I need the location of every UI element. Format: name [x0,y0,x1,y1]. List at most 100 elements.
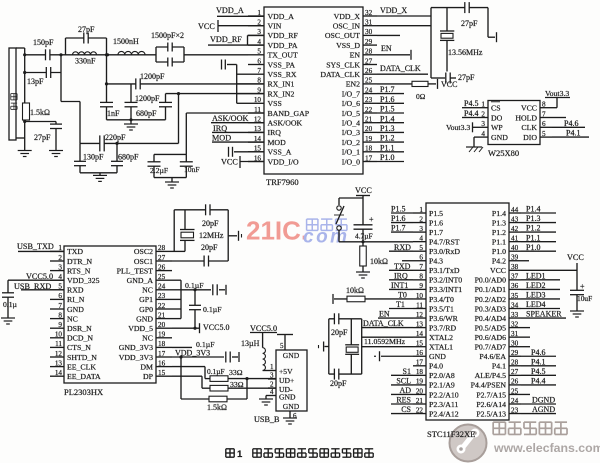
svg-text:7: 7 [542,110,546,118]
svg-text:5: 5 [280,342,284,350]
svg-text:WP: WP [491,123,503,132]
svg-text:3: 3 [58,263,62,271]
svg-text:15: 15 [254,145,262,153]
svg-text:GND: GND [136,314,153,323]
svg-text:EN: EN [381,44,392,53]
svg-text:P1.0: P1.0 [492,247,506,256]
svg-text:19: 19 [365,135,373,143]
svg-text:41: 41 [511,234,519,242]
svg-text:VCC: VCC [355,186,372,195]
svg-text:P4.6: P4.6 [564,119,578,128]
svg-text:VSS_PA: VSS_PA [268,60,296,69]
svg-text:4: 4 [58,273,62,281]
svg-text:26: 26 [365,67,373,75]
svg-text:P3.5/T1: P3.5/T1 [429,304,454,313]
svg-text:DIO: DIO [523,133,537,142]
svg-text:P1.4: P1.4 [380,114,394,123]
svg-text:3: 3 [419,225,423,233]
svg-text:P0.0/AD0: P0.0/AD0 [475,276,507,285]
svg-text:24: 24 [365,86,373,94]
svg-text:9: 9 [257,86,261,94]
svg-text:VIN: VIN [268,22,282,31]
svg-text:T0: T0 [398,291,407,300]
svg-text:8: 8 [542,101,546,109]
svg-text:I/O_6: I/O_6 [342,99,360,108]
svg-text:25: 25 [511,387,519,395]
svg-text:P0.1/AD1: P0.1/AD1 [475,285,507,294]
svg-text:EE_DATA: EE_DATA [67,372,101,381]
svg-text:6: 6 [58,292,62,300]
svg-text:20: 20 [365,125,373,133]
svg-text:43: 43 [511,215,519,223]
svg-text:P1.5: P1.5 [380,105,394,114]
svg-text:24: 24 [158,283,166,291]
svg-text:P0.3/AD3: P0.3/AD3 [475,304,507,313]
svg-text:XTAL2: XTAL2 [429,333,453,342]
svg-text:2.2µF: 2.2µF [150,166,168,175]
svg-text:P1.1: P1.1 [526,233,540,242]
svg-text:29: 29 [511,349,519,357]
svg-text:HOLD: HOLD [515,113,537,122]
svg-text:P2.2/A10: P2.2/A10 [429,390,459,399]
svg-text:RX_IN2: RX_IN2 [268,89,295,98]
svg-text:39: 39 [511,254,519,262]
svg-text:CS: CS [401,405,411,414]
svg-text:P1.5: P1.5 [391,205,405,214]
svg-text:P4.4: P4.4 [464,109,478,118]
svg-text:38: 38 [511,263,519,271]
svg-text:P2.7/A15: P2.7/A15 [476,390,506,399]
svg-text:23: 23 [365,96,373,104]
svg-text:I/O_3: I/O_3 [342,128,360,137]
svg-text:20pF: 20pF [201,243,218,252]
svg-text:USB_B: USB_B [254,415,280,424]
svg-text:UD+: UD+ [279,376,294,385]
svg-text:ALE/P4.5: ALE/P4.5 [475,371,507,380]
svg-text:P1.4: P1.4 [526,205,540,214]
svg-text:28: 28 [158,244,166,252]
svg-text:19: 19 [158,331,166,339]
svg-text:1: 1 [481,101,485,109]
svg-text:35: 35 [511,292,519,300]
svg-text:IRQ: IRQ [213,124,227,133]
svg-text:USB_RXD: USB_RXD [14,282,51,291]
svg-text:DTR_N: DTR_N [67,257,92,266]
svg-text:P4.6/EA: P4.6/EA [479,352,506,361]
svg-text:16: 16 [416,349,424,357]
svg-text:0.1µF: 0.1µF [196,340,215,349]
svg-text:VDD_PA: VDD_PA [268,41,298,50]
svg-text:Vout3.3: Vout3.3 [545,89,569,98]
svg-text:30: 30 [511,340,519,348]
svg-text:VDD_X: VDD_X [334,12,361,21]
svg-text:14: 14 [254,135,262,143]
svg-text:I/O_4: I/O_4 [342,119,360,128]
svg-text:4: 4 [270,388,274,396]
svg-text:ASK/OOK: ASK/OOK [268,119,303,128]
svg-text:0.1µ: 0.1µ [3,300,17,309]
svg-text:P1.3: P1.3 [380,124,394,133]
svg-text:680pF: 680pF [118,153,139,162]
svg-text:GP0: GP0 [139,305,153,314]
svg-text:GND: GND [279,393,296,402]
svg-text:12: 12 [254,116,262,124]
svg-text:VDD_I/O: VDD_I/O [268,157,300,166]
svg-text:3: 3 [257,28,261,36]
svg-text:1: 1 [419,206,423,214]
svg-text:GND: GND [283,351,300,360]
svg-text:3: 3 [481,120,485,128]
svg-text:VDD_RF: VDD_RF [268,31,299,40]
svg-text:P1.1: P1.1 [380,143,394,152]
svg-text:OSC1: OSC1 [134,257,153,266]
svg-text:P2.3/A11: P2.3/A11 [429,400,458,409]
svg-text:P3.0/RxD: P3.0/RxD [429,247,460,256]
svg-text:7: 7 [419,263,423,271]
svg-text:TXD: TXD [394,262,411,271]
svg-text:MOD: MOD [268,138,287,147]
svg-text:P2.4/A12: P2.4/A12 [429,409,459,418]
svg-text:10nF: 10nF [184,165,200,174]
svg-text:24: 24 [511,397,519,405]
svg-text:7: 7 [257,67,261,75]
svg-text:20pF: 20pF [330,379,347,388]
svg-text:28: 28 [511,359,519,367]
svg-text:+: + [369,215,374,224]
svg-text:GP1: GP1 [139,295,153,304]
